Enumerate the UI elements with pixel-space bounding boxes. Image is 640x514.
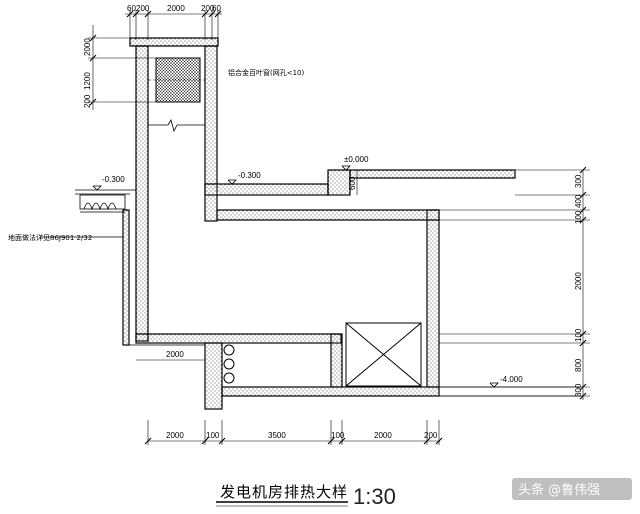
- left-dim-1200: 1200: [83, 72, 92, 90]
- watermark-bg: [512, 478, 632, 500]
- right-dim-300: 300: [574, 174, 583, 188]
- top-dim-60a: 60: [127, 4, 136, 13]
- right-dim-100b: 100: [574, 328, 583, 342]
- left-dim-200: 200: [83, 94, 92, 108]
- right-dim-300b: 300: [574, 383, 583, 397]
- bottom-dim-100b: 100: [331, 431, 345, 440]
- pit-left-wall: [204, 342, 223, 410]
- shaft-left-wall: [135, 45, 149, 342]
- roof-slab-left: [204, 183, 329, 196]
- pit-right-wall: [330, 333, 343, 388]
- watermark: 头条 @鲁伟强: [518, 482, 600, 498]
- bottom-slab: [221, 386, 440, 397]
- bottom-dim-200: 200: [424, 431, 438, 440]
- elev-bottom: -4.000: [500, 375, 523, 384]
- break-mark: [148, 118, 205, 133]
- top-dim-60b: 60: [212, 4, 221, 13]
- bottom-dim-3500: 3500: [268, 431, 286, 440]
- ground-ref-note: 地面做法详见86J901 2/32: [8, 233, 92, 242]
- outer-wall: [122, 209, 130, 346]
- shaft-top-cap: [129, 37, 219, 47]
- fan-unit: [345, 322, 422, 387]
- elev-slab: -0.300: [238, 171, 261, 180]
- right-dim-2000: 2000: [574, 272, 583, 290]
- dimension-ticks: [89, 10, 587, 445]
- louver-note: 铝合金百叶窗(网孔<10): [228, 68, 305, 77]
- top-dim-200b: 200: [201, 4, 215, 13]
- pit-dim-2000: 2000: [166, 350, 184, 359]
- left-dim-2000: 2000: [83, 38, 92, 56]
- room-right-wall: [426, 209, 440, 388]
- bottom-dim-100a: 100: [206, 431, 220, 440]
- ground-hatch: [79, 194, 126, 213]
- pipe-openings: [223, 344, 235, 384]
- elev-ground: -0.300: [102, 175, 125, 184]
- step-dim-600: 600: [348, 176, 357, 190]
- dimension-lines: [88, 10, 590, 445]
- roof-slab-right: [349, 169, 516, 179]
- room-floor: [135, 333, 342, 344]
- top-dim-200a: 200: [136, 4, 150, 13]
- room-ceiling: [216, 209, 440, 221]
- drawing-title: 发电机房排热大样: [220, 483, 348, 501]
- shaft-right-wall: [204, 45, 218, 222]
- drawing-scale: 1:30: [353, 484, 396, 509]
- slab-step: [327, 169, 351, 196]
- top-dim-2000: 2000: [167, 4, 185, 13]
- bottom-dim-2000a: 2000: [166, 431, 184, 440]
- bottom-dim-2000b: 2000: [374, 431, 392, 440]
- elev-floor: ±0.000: [344, 155, 369, 164]
- right-dim-100a: 100: [574, 210, 583, 224]
- right-dim-800: 800: [574, 358, 583, 372]
- right-dim-400: 400: [574, 194, 583, 208]
- elevation-markers: [40, 165, 499, 388]
